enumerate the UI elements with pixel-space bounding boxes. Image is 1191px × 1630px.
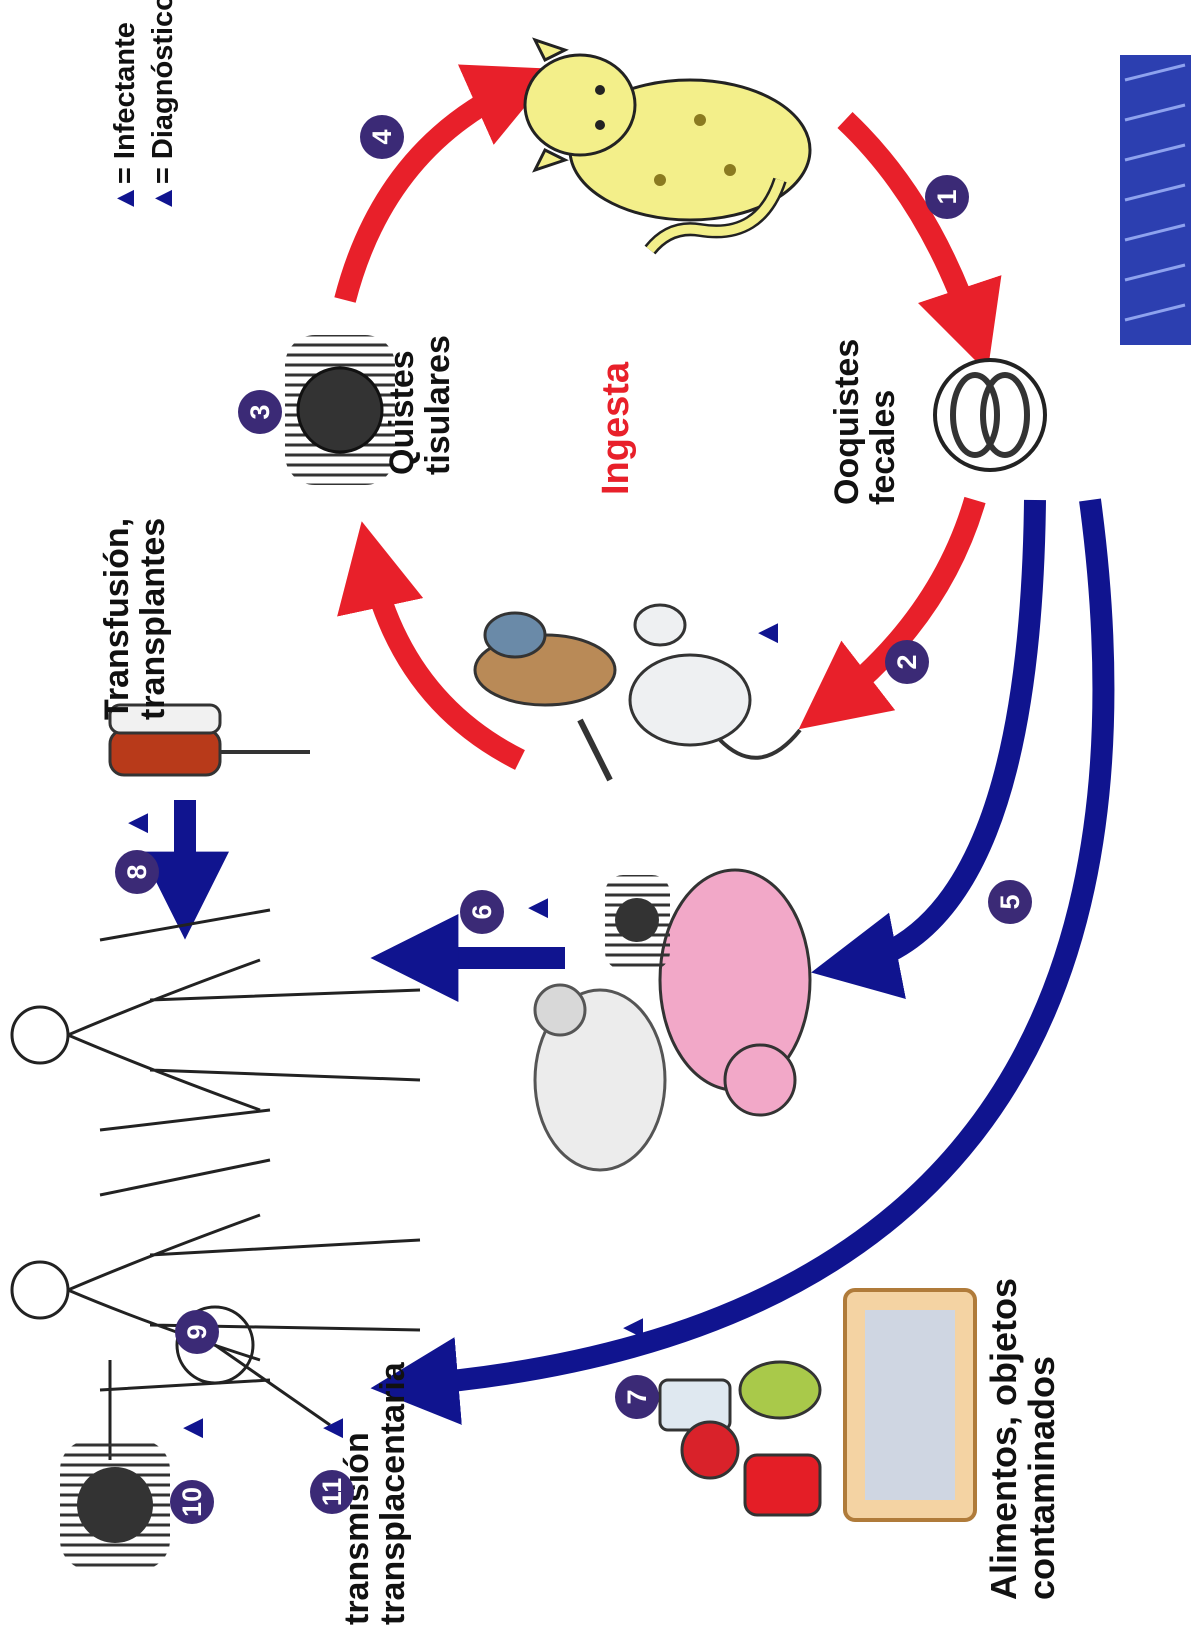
meat-cyst-illustration <box>605 875 670 970</box>
step-badge-1: 1 <box>925 175 969 219</box>
step-badge-9: 9 <box>175 1310 219 1354</box>
step-badge-6: 6 <box>460 890 504 934</box>
triangle-icon-food: ▲ <box>615 1311 651 1345</box>
red-arrow-1 <box>845 120 975 335</box>
triangle-icon-transfusion: ▲ <box>120 806 156 840</box>
sheep-illustration <box>535 985 665 1170</box>
step-badge-2: 2 <box>885 640 929 684</box>
triangle-icon-placenta: ▲ <box>315 1411 351 1445</box>
transfusion-label: Transfusión, transplantes <box>100 518 171 720</box>
tissue-cyst-bottom-illustration <box>60 1440 170 1570</box>
triangle-icon-mouse: ▲ <box>750 616 786 650</box>
step-badge-3: 3 <box>238 390 282 434</box>
step-badge-8: 8 <box>115 850 159 894</box>
step-badge-5: 5 <box>988 880 1032 924</box>
blue-decoration-strip <box>1120 55 1191 345</box>
quistes-tisulares-label: Quistes tisulares <box>385 335 456 475</box>
ingesta-label: Ingesta <box>597 362 637 495</box>
pig-illustration <box>660 870 810 1115</box>
oocyst-illustration <box>935 360 1045 470</box>
step-badge-11: 11 <box>310 1470 354 1514</box>
cat-illustration <box>525 40 810 250</box>
tissue-cyst-illustration <box>285 335 395 485</box>
alimentos-label: Alimentos, objetos contaminados <box>985 1278 1061 1600</box>
legend-diagnostico: ▲= Diagnóstico <box>118 0 209 245</box>
triangle-icon-meat: ▲ <box>520 891 556 925</box>
human-figure-top <box>12 910 420 1130</box>
triangle-icon-brain: ▲ <box>175 1411 211 1445</box>
step-badge-10: 10 <box>170 1480 214 1524</box>
ooquistes-fecales-label: Ooquistes fecales <box>830 339 901 505</box>
step-badge-7: 7 <box>615 1375 659 1419</box>
human-figure-bottom <box>12 1160 420 1390</box>
step-badge-4: 4 <box>360 115 404 159</box>
legend-triangle-icon: ▲ <box>147 184 179 213</box>
